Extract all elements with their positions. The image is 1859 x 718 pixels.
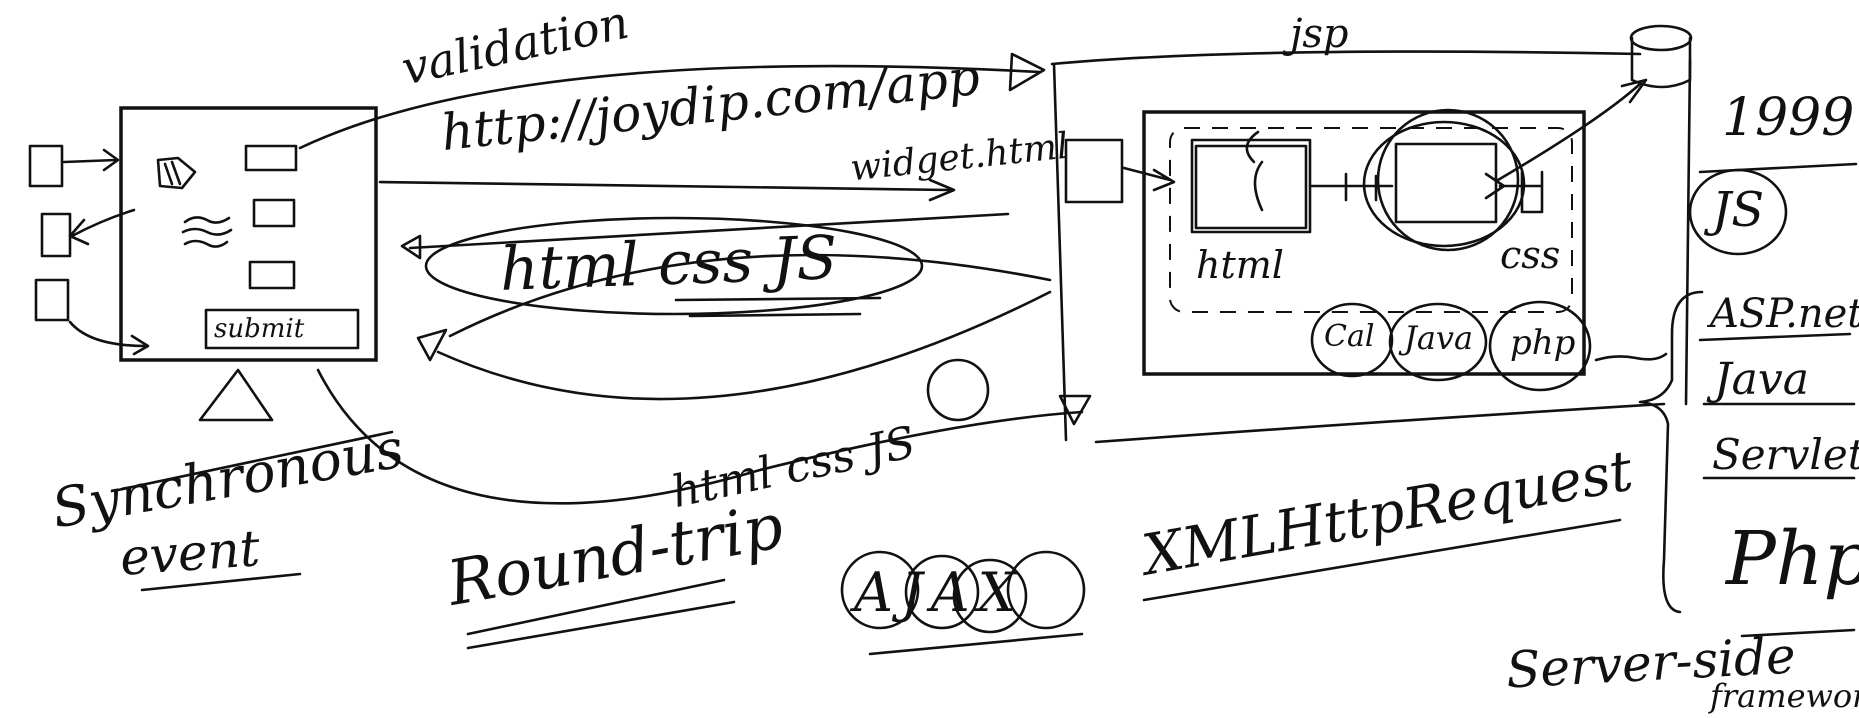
return-arc-upper [448,253,1052,338]
return-arrowhead [416,328,448,362]
client-form-box [119,106,378,362]
label-asp-net: ASP.net [1710,291,1859,337]
synchronous-underline [116,430,394,492]
round-trip-curve [316,368,1084,505]
ajax-circle-a2 [952,558,1028,634]
css-to-database [1496,82,1642,182]
round-trip-arrowhead [1058,394,1092,426]
label-html-css-js-oval: html css JS [498,223,839,305]
html-box [1194,144,1308,230]
inner-dashed-region [1169,127,1573,313]
cal-circle [1310,302,1394,378]
label-jsp: jsp [1290,11,1349,57]
ajax-circle-j [904,554,980,630]
label-year: 1999 [1722,88,1855,148]
client-triangle [198,368,274,422]
event-underline [140,572,302,592]
ajax-circle-x [1006,550,1086,630]
oval-text-underline [674,296,882,318]
form-field-3 [248,260,296,290]
xmlhttprequest-underline [1142,518,1622,602]
php-circle [1488,300,1592,392]
small-box-2 [40,212,72,258]
form-field-1 [244,144,298,172]
label-java-list: Java [1714,354,1809,405]
label-js-circle: JS [1712,182,1765,238]
server-frame-right [1684,58,1692,406]
database-body [1630,36,1692,89]
label-cal: Cal [1324,319,1375,354]
server-side-bracket [1638,290,1704,614]
round-trip-underline-1 [466,578,726,636]
css-box [1394,142,1498,224]
php-dots [1594,352,1668,362]
year-underline [1698,162,1858,174]
round-trip-underline-2 [466,600,736,650]
database-arrowhead [1620,78,1648,104]
label-servlet: Servlet [1712,430,1859,479]
request-arrow-straight [378,178,956,202]
return-arc-lower [436,290,1052,401]
response-arrowhead [400,234,422,260]
css-side-marks [1484,170,1544,214]
request-arrowhead [1008,52,1046,92]
server-frame-top [1050,50,1642,66]
label-css-box: css [1500,233,1561,277]
ajax-circle-a [840,550,920,630]
html-css-js-oval [424,216,924,316]
server-frame-bottom [1094,402,1666,444]
css-circle-1 [1362,120,1526,248]
php-underline [1740,628,1856,638]
html-box-shadow [1190,138,1312,234]
response-line [408,212,1010,250]
label-event: event [118,519,262,587]
form-submit-box [204,308,360,350]
css-circle-2 [1376,108,1520,252]
server-frame-left [1052,62,1068,442]
label-php-circle: php [1510,323,1576,363]
html-box-scribble [1245,130,1264,212]
asp-underline [1698,332,1852,342]
small-box-3 [34,278,70,322]
js-circle-small [926,358,990,422]
database-top [1629,24,1693,52]
widget-arrow [1122,166,1176,192]
form-icon-scribble [156,156,197,190]
widget-box [1064,138,1124,204]
label-html-box: html [1196,243,1284,287]
arrow-small-1 [62,148,120,172]
label-ajax: AJAX [854,561,1025,624]
form-shaded-scribble [181,216,233,248]
label-java: Java [1404,319,1474,357]
html-css-connector [1308,172,1394,202]
label-framework: framework [1710,677,1859,715]
label-php-list: Php [1726,516,1859,602]
small-box-1 [28,144,64,188]
ajax-underline [868,632,1084,656]
java-circle [1388,302,1488,382]
arrow-small-3 [68,320,150,356]
arrow-small-2 [68,208,136,246]
request-arc-top [298,64,1042,150]
label-submit: submit [214,314,305,344]
form-field-2 [252,198,296,228]
